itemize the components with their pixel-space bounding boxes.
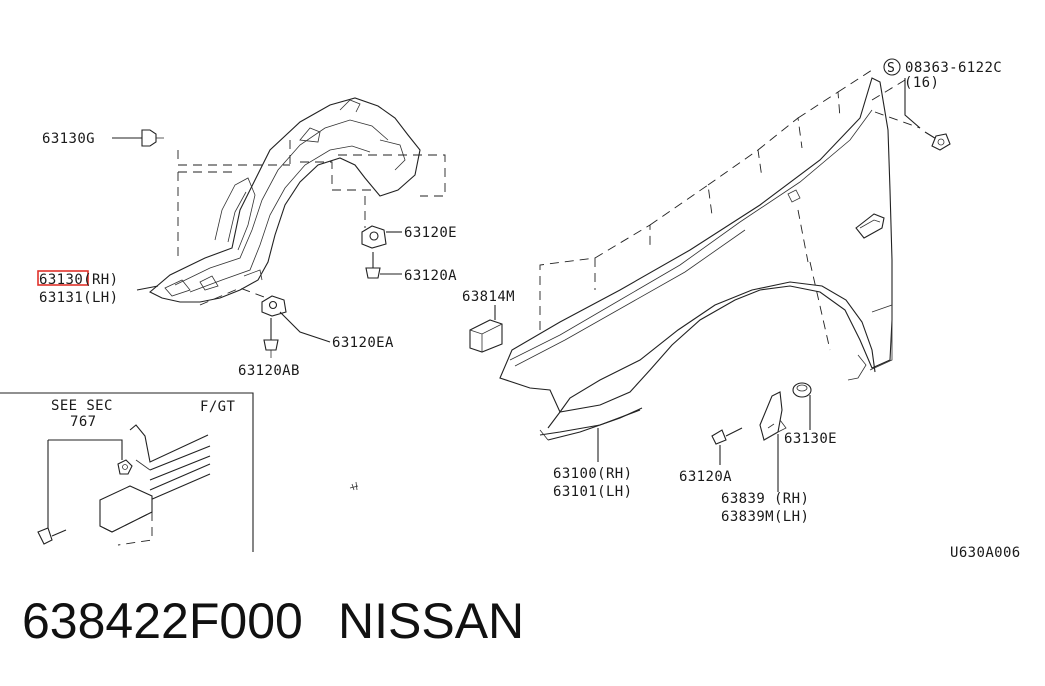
label-fender-rh: 63100(RH) xyxy=(553,466,632,482)
bolt-08363-part xyxy=(904,78,951,151)
clip-63120ea-part xyxy=(261,295,331,343)
label-63120a-top: 63120A xyxy=(404,268,457,284)
liner-leader-line xyxy=(136,285,159,291)
label-bracket-lh: 63839M(LH) xyxy=(721,509,809,525)
part-highlight-box xyxy=(37,270,89,286)
inset-box xyxy=(0,392,254,552)
bracket-63839-part xyxy=(759,391,787,492)
seal-63814m-part xyxy=(469,305,503,353)
screw-63120a-top-part xyxy=(365,252,402,279)
part-number-caption: 638422F000 xyxy=(22,593,303,649)
label-fender-lh: 63101(LH) xyxy=(553,484,632,500)
clip-63120e-part xyxy=(361,225,402,249)
bolt-spec-symbol-letter: S xyxy=(887,61,895,76)
label-bolt-spec: 08363-6122C xyxy=(905,60,1002,76)
bolt-spec-symbol: S xyxy=(883,58,901,76)
label-liner-lh: 63131(LH) xyxy=(39,290,118,306)
label-bolt-qty: (16) xyxy=(904,75,939,91)
front-fender-drawing xyxy=(499,69,921,441)
inset-see-sec-number: 767 xyxy=(70,414,97,430)
inset-see-sec-label: SEE SEC xyxy=(51,398,113,414)
screw-63120a-bottom-part xyxy=(711,427,743,465)
fender-liner-drawing xyxy=(149,97,446,306)
stray-mark xyxy=(349,481,359,491)
label-liner-rh: 63130(RH) xyxy=(39,272,118,288)
label-63814m: 63814M xyxy=(462,289,515,305)
label-63130g: 63130G xyxy=(42,131,95,147)
label-bracket-rh: 63839 (RH) xyxy=(721,491,809,507)
label-63130e: 63130E xyxy=(784,431,837,447)
brand-caption: NISSAN xyxy=(338,593,525,649)
label-63120ab: 63120AB xyxy=(238,363,300,379)
label-63120a-bottom: 63120A xyxy=(679,469,732,485)
inset-variant-label: F/GT xyxy=(200,399,235,415)
bolt-63120ab-part xyxy=(263,318,279,358)
clip-63130e-part xyxy=(792,382,812,430)
label-63120e: 63120E xyxy=(404,225,457,241)
diagram-code: U630A006 xyxy=(950,545,1021,561)
label-63120ea: 63120EA xyxy=(332,335,394,351)
clip-63130g-part xyxy=(112,129,164,147)
